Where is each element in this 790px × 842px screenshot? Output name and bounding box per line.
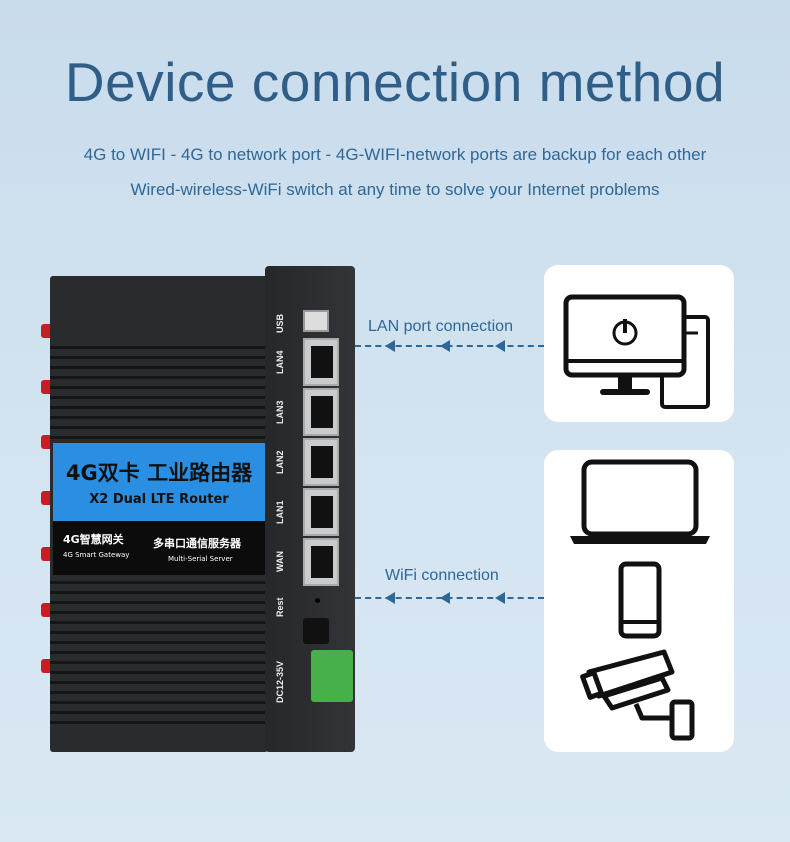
usb-port	[303, 310, 329, 332]
port-label-lan2: LAN2	[275, 450, 285, 474]
wifi-connection-label: WiFi connection	[385, 567, 499, 584]
feature-left-en: 4G Smart Gateway	[63, 551, 130, 559]
product-label: 4G双卡 工业路由器 X2 Dual LTE Router	[53, 443, 265, 521]
product-name-cn: 4G双卡 工业路由器	[65, 461, 253, 485]
feature-right-en: Multi-Serial Server	[168, 555, 233, 563]
dc-jack	[303, 618, 329, 644]
lan3-port	[303, 388, 339, 436]
product-name-en: X2 Dual LTE Router	[89, 492, 229, 507]
port-label-wan: WAN	[275, 551, 285, 573]
subtitle-line-2: Wired-wireless-WiFi switch at any time t…	[130, 180, 660, 199]
lan-connection-label: LAN port connection	[368, 318, 513, 335]
laptop-icon	[570, 459, 710, 544]
power-label: DC12-35V	[275, 660, 285, 704]
page-title: Device connection method	[64, 51, 726, 113]
terminal-block	[311, 650, 353, 702]
port-label-lan3: LAN3	[275, 400, 285, 424]
reset-button	[315, 598, 320, 603]
feature-band: 4G智慧网关 4G Smart Gateway 多串口通信服务器 Multi-S…	[53, 521, 265, 575]
lan2-port	[303, 438, 339, 486]
router-front-panel: 4G双卡 工业路由器 X2 Dual LTE Router 4G智慧网关 4G …	[50, 276, 268, 752]
desktop-computer-icon	[563, 294, 710, 409]
wifi-devices-card	[544, 450, 734, 752]
port-label-usb: USB	[275, 313, 285, 333]
lan4-port	[303, 338, 339, 386]
smartphone-icon	[618, 561, 662, 639]
router-side-panel: USB LAN4 LAN3 LAN2 LAN1 WAN Rest DC12-35…	[265, 266, 355, 752]
subtitle-line-1: 4G to WIFI - 4G to network port - 4G-WIF…	[83, 145, 707, 164]
lan-connection-line	[355, 340, 544, 352]
wifi-connection-line	[355, 592, 544, 604]
lan1-port	[303, 488, 339, 536]
wan-port	[303, 538, 339, 586]
reset-label: Rest	[275, 597, 285, 617]
port-label-lan1: LAN1	[275, 500, 285, 524]
feature-left-cn: 4G智慧网关	[63, 533, 124, 546]
cctv-camera-icon	[580, 649, 695, 741]
feature-right-cn: 多串口通信服务器	[153, 537, 241, 550]
lan-devices-card	[544, 265, 734, 422]
port-label-lan4: LAN4	[275, 350, 285, 374]
